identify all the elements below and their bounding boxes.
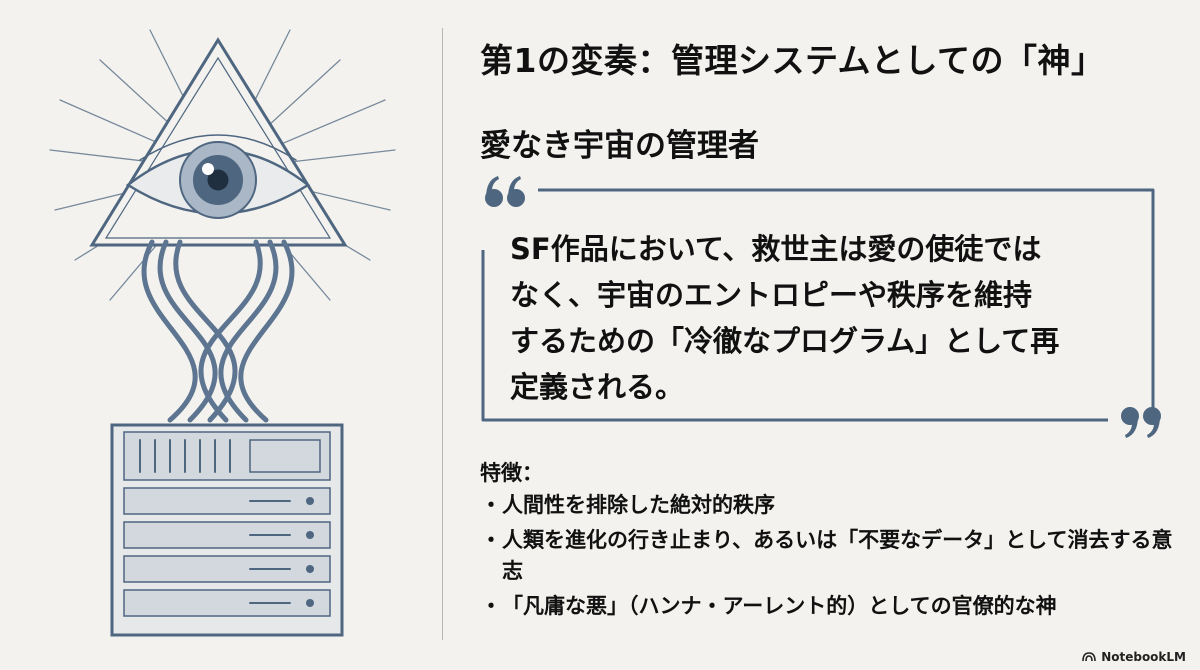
left-double-quote-icon [485,176,525,207]
list-item: ・ 人類を進化の行き止まり、あるいは「不要なデータ」として消去する意志 [480,525,1180,587]
quote-line: 定義される。 [510,370,685,404]
quote-line: SF作品において、救世主は愛の使徒では [510,232,1042,266]
features-heading: 特徴： [480,461,543,485]
brand-watermark: NotebookLM [1082,650,1186,664]
brand-label: NotebookLM [1101,650,1186,664]
features-list: ・ 人間性を排除した絶対的秩序 ・ 人類を進化の行き止まり、あるいは「不要なデー… [480,490,1180,626]
eye-pyramid-server-illustration [40,20,420,660]
slide-title: 第1の変奏：管理システムとしての「神」 [480,41,1105,80]
quote-line: なく、宇宙のエントロピーや秩序を維持 [510,278,1033,312]
vertical-divider [442,28,443,640]
feature-text: 人間性を排除した絶対的秩序 [502,493,775,517]
list-item: ・ 「凡庸な悪」（ハンナ・アーレント的）としての官僚的な神 [480,591,1180,622]
bullet: ・ [480,528,502,552]
quote-line: するための「冷徹なプログラム」として再 [510,324,1060,358]
right-double-quote-icon [1121,407,1161,438]
bullet: ・ [480,493,502,517]
all-seeing-eye-server-icon [49,29,396,637]
feature-text: 人類を進化の行き止まり、あるいは「不要なデータ」として消去する意志 [502,528,1173,583]
notebooklm-logo-icon [1082,652,1096,662]
list-item: ・ 人間性を排除した絶対的秩序 [480,490,1180,521]
quote-frame [481,176,1161,438]
slide-subtitle: 愛なき宇宙の管理者 [480,128,759,164]
quote-text: SF作品において、救世主は愛の使徒では なく、宇宙のエントロピーや秩序を維持 す… [510,226,1130,410]
feature-text: 「凡庸な悪」（ハンナ・アーレント的）としての官僚的な神 [502,594,1057,618]
bullet: ・ [480,594,502,618]
